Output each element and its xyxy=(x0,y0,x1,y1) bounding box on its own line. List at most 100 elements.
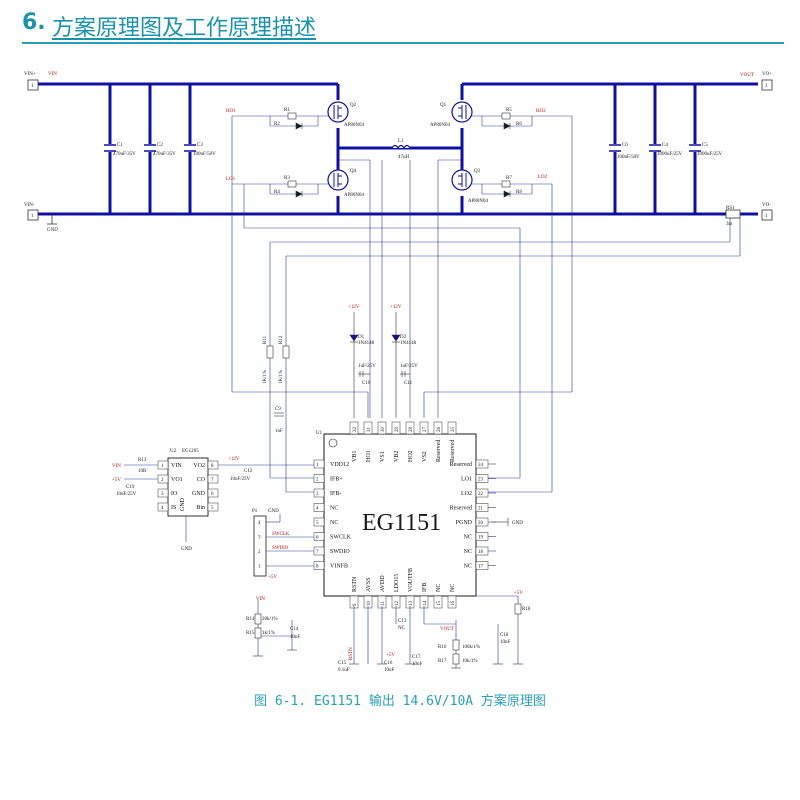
svg-text:47uH: 47uH xyxy=(398,155,410,160)
gate-resistors xyxy=(287,112,511,198)
mosfet-q4: Q4 AP80N04 xyxy=(327,169,365,198)
cap-c13-value: NC xyxy=(398,626,406,631)
diode-d1: D1 xyxy=(358,335,365,340)
cap-c9-label: C9 xyxy=(275,407,281,412)
u2-vin-label: VIN xyxy=(112,464,121,469)
inductor-l1: L1 47uH xyxy=(391,139,411,160)
u2-pin-number: 6 xyxy=(211,492,214,497)
res-r14-value: 20k/1% xyxy=(262,617,278,622)
u1-pin-number: 21 xyxy=(478,507,484,512)
cap-c10-label: C10 xyxy=(362,381,371,386)
u1-pin-number: 3 xyxy=(316,492,319,497)
ic-u1: U1 EG1151 xyxy=(316,431,477,597)
cap-c18-value: 10nF xyxy=(500,640,511,645)
connector-vo-minus: 1 VO- RS1 3m xyxy=(725,203,773,227)
p1-pin-number: 3 xyxy=(258,536,261,541)
u1-pin-number: 17 xyxy=(478,565,484,570)
u1-pin-box xyxy=(313,503,325,512)
u1-pin-number: 6 xyxy=(316,536,319,541)
u1-pin-box xyxy=(447,595,457,609)
u1-pin-box xyxy=(313,532,325,541)
u1-pin-number: 25 xyxy=(451,427,456,433)
u2-pin-number: 5 xyxy=(211,506,214,511)
header-wires xyxy=(266,514,314,567)
res-r4: R4 xyxy=(274,190,280,195)
u1-pin-name: SWDIO xyxy=(330,549,350,555)
u1-pin-number: 13 xyxy=(409,601,414,607)
u1-pin-number: 32 xyxy=(353,427,358,433)
vin-net-label: VIN xyxy=(48,72,57,77)
res-r14: R14 xyxy=(246,617,255,622)
cap-c13-label: C13 xyxy=(398,619,407,624)
diode-d2-part: 1N4148 xyxy=(400,341,417,346)
gate-drives xyxy=(232,115,572,195)
cap-c5-label: C5 xyxy=(702,143,708,148)
u2-pin-name: Bin xyxy=(196,505,205,511)
connector-vin-minus: 1 VIN- GND xyxy=(24,203,58,233)
gnd-label-vin: GND xyxy=(47,228,58,233)
cap-c17-label: C17 xyxy=(412,655,421,660)
u2-pin-number: 1 xyxy=(161,464,164,469)
res-r7: R7 xyxy=(506,176,512,181)
u2-pin-name: VIN xyxy=(171,463,182,469)
signal-wires xyxy=(231,116,741,493)
u1-pin-name: VOUTFB xyxy=(408,568,414,592)
res-r11: R11 xyxy=(263,335,268,344)
svg-text:AP80N04: AP80N04 xyxy=(344,193,365,198)
net-lo2-label: LO2 xyxy=(538,175,548,180)
mosfet-q3: Q3 AP80N04 xyxy=(451,169,489,204)
connector-vin-plus: 1 VIN+ VIN xyxy=(24,72,57,91)
u1-pin-name: LDO15 xyxy=(394,574,400,592)
u1-pin-name: Reserved xyxy=(450,462,472,468)
u1-pin-name: VS2 xyxy=(422,451,428,462)
u1-pin-name: NC xyxy=(330,520,338,526)
res-r11-value: 1K/1% xyxy=(263,370,268,384)
svg-text:AP80N04: AP80N04 xyxy=(430,123,451,128)
p1-pin-number: 4 xyxy=(258,521,261,526)
u2-pin-box xyxy=(207,502,219,512)
res-r16-value: 100k/1% xyxy=(462,645,480,650)
header-v5-label: +5V xyxy=(268,575,277,580)
cap-c12-label: C12 xyxy=(244,469,253,474)
u1-pin-number: 24 xyxy=(478,463,484,468)
u2-pin-name: VO1 xyxy=(171,477,183,483)
vin-minus-label: VIN- xyxy=(24,203,35,208)
u1-pin-name: SWCLK xyxy=(330,535,352,541)
res-r18: R18 xyxy=(522,607,531,612)
cap-c16-value: 10uF xyxy=(384,668,395,673)
vin-plus-label: VIN+ xyxy=(24,72,36,77)
section-title: 方案原理图及工作原理描述 xyxy=(52,16,317,41)
u2-pin-box xyxy=(157,502,169,512)
u1-pin-box xyxy=(313,474,325,483)
net-lo1-label: LO1 xyxy=(226,177,236,182)
u1-pin-number: 5 xyxy=(316,521,319,526)
u1-pin-name: HO1 xyxy=(366,450,372,462)
u1-pin-number: 16 xyxy=(451,601,456,607)
cap-c11-value: 1uF/25V xyxy=(400,364,418,369)
svg-text:Q2: Q2 xyxy=(350,103,357,108)
svg-text:Q1: Q1 xyxy=(440,103,447,108)
vo-minus-label: VO- xyxy=(762,203,771,208)
u2-pin-name: IS xyxy=(171,505,176,511)
u2-pin-name: CO xyxy=(197,477,206,483)
shunt-rs1-label: RS1 xyxy=(726,206,735,211)
swdio-net-label: SWDIO xyxy=(272,546,289,551)
u1-pin-number: 18 xyxy=(478,550,484,555)
u1-pin-number: 9 xyxy=(353,603,358,606)
u1-pin-name: NC xyxy=(450,584,456,592)
cap-c3-label: C3 xyxy=(197,143,203,148)
u1-pin-name: AVSS xyxy=(366,577,372,592)
cap-c15-value: 0.1uF xyxy=(338,668,350,673)
u2-pin-box xyxy=(207,488,219,498)
res-r17: R17 xyxy=(438,659,447,664)
u1-pin-box xyxy=(349,421,359,435)
u1-pin-number: 12 xyxy=(395,601,400,607)
res-r2: R2 xyxy=(274,122,280,127)
res-r8: R8 xyxy=(516,190,522,195)
res-r13: R13 xyxy=(138,458,147,463)
